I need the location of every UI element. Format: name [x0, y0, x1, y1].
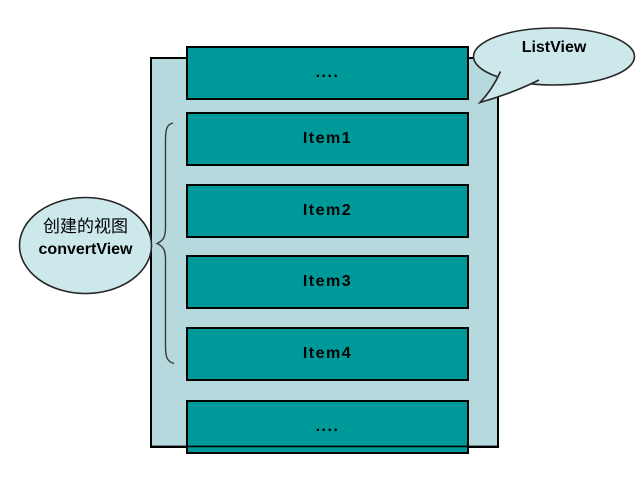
convertview-label-line1: 创建的视图: [43, 217, 128, 236]
list-item-label: Item3: [302, 273, 353, 290]
listview-callout-label: ListView: [521, 39, 587, 56]
list-item-bottom-ellipsis: ....: [186, 400, 469, 454]
convertview-callout-label: 创建的视图 convertView: [19, 215, 152, 261]
list-item-label: Item4: [302, 345, 353, 362]
list-item-3: Item3: [186, 255, 469, 309]
list-item-2: Item2: [186, 184, 469, 238]
list-item-1: Item1: [186, 112, 469, 166]
list-item-label: ....: [315, 418, 340, 435]
convertview-label-line2: convertView: [38, 241, 133, 258]
list-item-top-ellipsis: ....: [186, 46, 469, 100]
list-item-label: Item2: [302, 202, 353, 219]
list-item-label: ....: [315, 64, 340, 81]
list-item-label: Item1: [302, 130, 353, 147]
list-item-4: Item4: [186, 327, 469, 381]
